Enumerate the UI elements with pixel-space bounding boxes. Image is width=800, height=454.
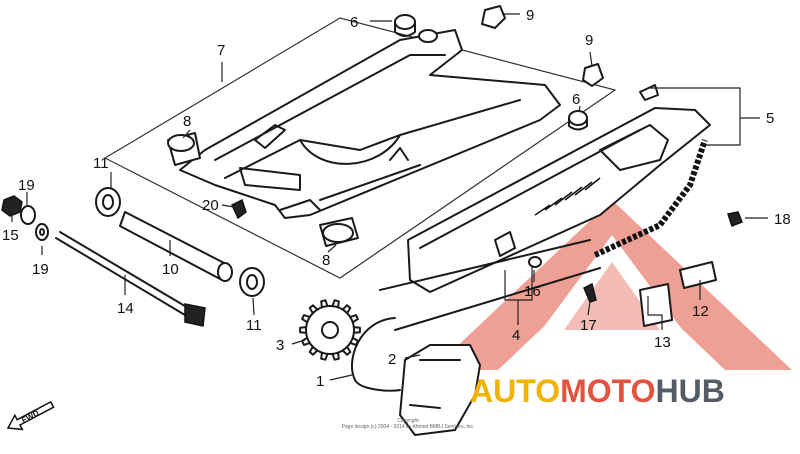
pivot-collar bbox=[119, 211, 233, 282]
sprocket-tooth bbox=[341, 345, 352, 356]
callout-10: 10 bbox=[162, 261, 179, 278]
washer-19-upper bbox=[20, 205, 36, 225]
callout-20: 20 bbox=[202, 197, 219, 214]
callouts: 1 2 3 4 5 6 6 7 8 8 9 9 10 11 11 12 13 1… bbox=[2, 7, 791, 390]
sprocket-cover bbox=[399, 344, 481, 436]
callout-6b: 6 bbox=[572, 91, 580, 108]
callout-2: 2 bbox=[388, 351, 396, 368]
chain-guide-clip-9 bbox=[481, 5, 506, 29]
callout-6a: 6 bbox=[350, 14, 358, 31]
chain-case-vents bbox=[534, 177, 601, 216]
callout-15: 15 bbox=[2, 227, 19, 244]
bushing-6-top-b bbox=[418, 29, 438, 43]
drive-chain bbox=[593, 139, 708, 258]
bushing-8-upper bbox=[167, 132, 201, 166]
bushing-6-top bbox=[394, 14, 416, 37]
forward-arrow-icon: FWD bbox=[6, 400, 55, 431]
sprocket-tooth bbox=[308, 304, 319, 315]
grease-fitting-20 bbox=[231, 198, 247, 220]
sprocket-tooth bbox=[341, 304, 352, 315]
bushing-8-lower bbox=[319, 217, 359, 247]
sprocket-tooth bbox=[301, 314, 311, 324]
pivot-nut-15 bbox=[1, 195, 23, 217]
bolt-18 bbox=[727, 211, 743, 227]
callout-17: 17 bbox=[580, 317, 597, 334]
watermark-part-3: HUB bbox=[655, 373, 725, 409]
pivot-bolt bbox=[55, 231, 206, 327]
callout-19b: 19 bbox=[32, 261, 49, 278]
callout-16: 16 bbox=[524, 283, 541, 300]
callout-9a: 9 bbox=[526, 7, 534, 24]
callout-9b: 9 bbox=[585, 32, 593, 49]
rubber-16 bbox=[528, 256, 542, 268]
sprocket-tooth bbox=[299, 326, 308, 334]
callout-11a: 11 bbox=[93, 155, 109, 172]
copyright-notice: Copyright Page design (c) 2004 - 2014 by… bbox=[318, 418, 498, 430]
callout-19a: 19 bbox=[18, 177, 35, 194]
label-12 bbox=[679, 261, 717, 289]
callout-14: 14 bbox=[117, 300, 134, 317]
callout-1: 1 bbox=[316, 373, 324, 390]
callout-8b: 8 bbox=[322, 252, 330, 269]
callout-5: 5 bbox=[766, 110, 774, 127]
bolt-17 bbox=[583, 282, 597, 303]
sprocket-tooth bbox=[308, 345, 319, 356]
sprocket-tooth bbox=[352, 326, 361, 334]
label-13 bbox=[639, 283, 673, 327]
drive-sprocket bbox=[299, 299, 361, 361]
swingarm bbox=[179, 29, 561, 219]
bushing-6-right bbox=[568, 110, 588, 131]
callout-3: 3 bbox=[276, 337, 284, 354]
watermark-part-2: MOTO bbox=[560, 373, 656, 409]
callout-7: 7 bbox=[217, 42, 225, 59]
callout-18: 18 bbox=[774, 211, 791, 228]
sprocket-tooth bbox=[320, 299, 329, 309]
callout-13: 13 bbox=[654, 334, 671, 351]
chain-case bbox=[407, 84, 711, 293]
sprocket-tooth bbox=[349, 314, 359, 324]
sprocket-tooth bbox=[301, 336, 311, 346]
assembly-box bbox=[103, 17, 617, 279]
dust-seal-11-right bbox=[239, 267, 265, 297]
copyright-line-2: Page design (c) 2004 - 2014 by Ahmed BMB… bbox=[341, 424, 475, 430]
callout-11b: 11 bbox=[246, 317, 262, 334]
leader-lines bbox=[11, 13, 768, 381]
dust-seal-11-left bbox=[95, 187, 121, 217]
clip-1 bbox=[350, 317, 401, 392]
callout-4: 4 bbox=[512, 327, 520, 344]
sprocket-tooth bbox=[331, 351, 340, 361]
clip-9-lower bbox=[582, 63, 604, 87]
watermark-part-1: AUTO bbox=[470, 373, 561, 409]
watermark-logo-text: AUTOMOTOHUB bbox=[470, 373, 725, 410]
callout-8a: 8 bbox=[183, 113, 191, 130]
callout-12: 12 bbox=[692, 303, 709, 320]
chain-guide bbox=[379, 239, 601, 331]
washer-19-lower bbox=[35, 223, 49, 241]
copyright-line-1: Copyright bbox=[397, 418, 419, 424]
sprocket-tooth bbox=[320, 351, 329, 361]
sprocket-tooth bbox=[331, 299, 340, 309]
